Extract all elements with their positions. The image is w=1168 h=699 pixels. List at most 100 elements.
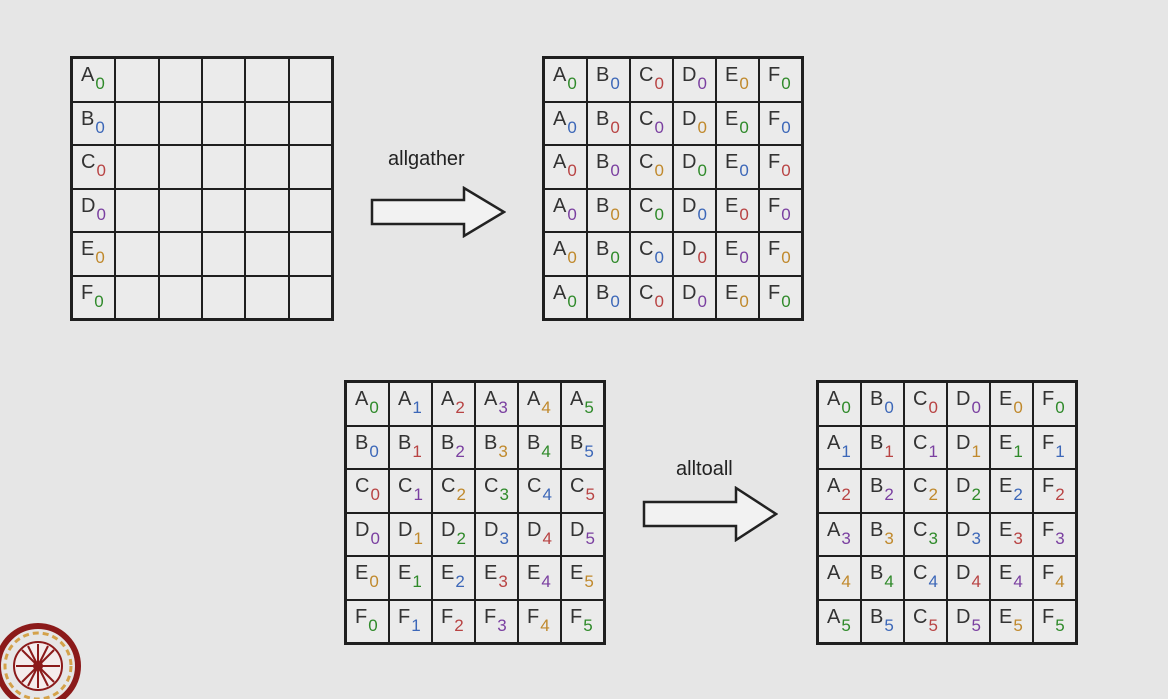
cell-letter: D	[398, 518, 413, 541]
cell-label: F0	[1042, 388, 1065, 417]
cell-subscript: 0	[781, 248, 791, 267]
cell-letter: E	[725, 281, 739, 304]
grid-cell: E1	[389, 556, 432, 600]
cell-letter: D	[956, 431, 971, 454]
allgather-arrow-icon	[370, 186, 506, 238]
cell-letter: B	[870, 562, 884, 584]
grid-cell: E0	[346, 556, 389, 600]
cell-subscript: 0	[739, 248, 749, 267]
grid-cell: E0	[716, 58, 759, 102]
cell-letter: B	[81, 107, 95, 130]
grid-cell: E4	[990, 556, 1033, 600]
cell-subscript: 4	[1013, 572, 1023, 591]
cell-letter: A	[527, 388, 541, 410]
cell-subscript: 1	[928, 441, 938, 461]
cell-letter: D	[527, 518, 542, 541]
grid-cell	[288, 58, 332, 102]
cell-letter: E	[999, 518, 1013, 541]
grid-cell	[201, 145, 246, 189]
cell-label: F0	[768, 108, 791, 137]
grid-cell: C0	[630, 275, 673, 319]
cell-label: E3	[999, 518, 1023, 548]
cell-label: A5	[570, 388, 594, 417]
cell-letter: B	[870, 388, 884, 410]
grid-cell	[288, 145, 332, 189]
cell-label: C3	[913, 519, 938, 548]
cell-subscript: 0	[654, 204, 664, 224]
grid-cell: C1	[389, 469, 432, 513]
cell-letter: B	[441, 431, 455, 454]
cell-label: B2	[441, 431, 465, 461]
cell-letter: D	[682, 64, 697, 86]
grid-cell	[115, 58, 159, 102]
cell-label: C2	[913, 475, 938, 504]
grid-cell	[245, 101, 289, 145]
cell-subscript: 4	[541, 441, 551, 461]
grid-cell: C1	[904, 425, 947, 469]
grid-cell	[115, 145, 159, 189]
cell-label: A0	[827, 388, 851, 417]
cell-label: E0	[725, 64, 749, 93]
cell-letter: D	[956, 562, 971, 584]
cell-label: C0	[639, 238, 664, 267]
cell-label: B4	[870, 562, 894, 591]
grid-cell: F2	[1033, 469, 1076, 513]
cell-letter: E	[999, 605, 1013, 628]
cell-label: F0	[768, 64, 791, 93]
cell-letter: E	[355, 562, 369, 584]
grid-cell: E0	[990, 382, 1033, 426]
grid-cell	[245, 188, 289, 232]
grid-cell: A0	[72, 58, 116, 102]
cell-label: F0	[355, 606, 378, 635]
cell-subscript: 0	[567, 248, 577, 267]
cell-subscript: 4	[971, 572, 981, 591]
cell-subscript: 5	[585, 528, 595, 548]
cell-subscript: 1	[413, 528, 423, 548]
cell-letter: F	[768, 151, 781, 173]
cell-subscript: 1	[412, 398, 422, 417]
grid-cell: B0	[587, 188, 630, 232]
cell-letter: E	[999, 431, 1013, 454]
cell-subscript: 0	[1055, 398, 1065, 417]
grid-cell: A0	[818, 382, 861, 426]
grid-cell: D0	[673, 145, 716, 189]
cell-subscript: 0	[781, 161, 791, 180]
grid-cell: F2	[432, 599, 475, 643]
cell-label: A1	[827, 432, 851, 461]
cell-label: D0	[682, 238, 707, 267]
cell-label: A4	[527, 388, 551, 417]
cell-subscript: 4	[540, 615, 550, 635]
cell-subscript: 0	[95, 248, 105, 267]
cell-label: F0	[81, 281, 104, 311]
grid-cell: A4	[818, 556, 861, 600]
institute-emblem-icon	[0, 623, 81, 699]
cell-letter: C	[913, 431, 928, 454]
cell-letter: A	[553, 151, 567, 173]
cell-letter: C	[527, 475, 542, 497]
grid-cell: B2	[861, 469, 904, 513]
cell-subscript: 0	[370, 528, 380, 548]
cell-letter: C	[913, 605, 928, 628]
cell-letter: F	[1042, 518, 1055, 541]
cell-letter: C	[355, 475, 370, 497]
allgather-label: allgather	[388, 148, 465, 170]
cell-label: F3	[1042, 518, 1065, 548]
cell-subscript: 0	[781, 291, 791, 311]
cell-subscript: 0	[697, 161, 707, 180]
alltoall-arrow-icon	[642, 486, 778, 542]
cell-letter: F	[81, 281, 94, 304]
grid-cell: D3	[947, 512, 990, 556]
cell-letter: B	[870, 605, 884, 628]
cell-letter: B	[596, 151, 610, 173]
cell-letter: C	[913, 388, 928, 410]
grid-cell: D0	[346, 512, 389, 556]
cell-label: B4	[527, 432, 551, 461]
cell-label: C1	[398, 475, 423, 504]
cell-letter: D	[682, 107, 697, 130]
grid-cell	[115, 232, 159, 276]
cell-label: B5	[870, 605, 894, 635]
cell-subscript: 0	[610, 204, 620, 224]
cell-subscript: 0	[697, 291, 707, 311]
cell-letter: D	[81, 194, 96, 217]
